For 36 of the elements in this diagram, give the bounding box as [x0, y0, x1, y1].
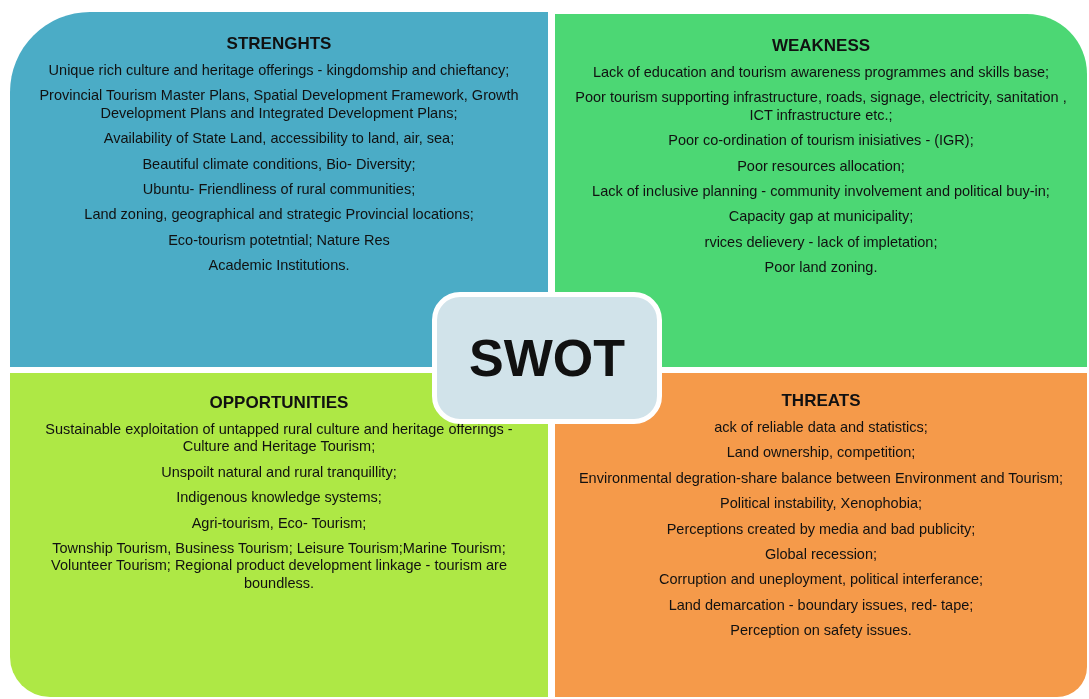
quadrant-heading: THREATS	[781, 391, 861, 411]
list-item: Poor land zoning.	[764, 259, 878, 277]
list-item: Academic Institutions.	[208, 257, 350, 275]
list-item: Poor tourism supporting infrastructure, roads, signage, electricity, sanitation , ICT infrastructure etc.;	[574, 89, 1068, 125]
list-item: Global recession;	[765, 545, 877, 564]
list-item: Ubuntu- Friendliness of rural communities;	[142, 180, 416, 199]
list-item: Unique rich culture and heritage offerings - kingdomship and chieftancy;	[48, 62, 510, 80]
list-item: Poor co-ordination of tourism inisiatives - (IGR);	[668, 132, 974, 150]
list-item: Sustainable exploitation of untapped rural culture and heritage offerings - Culture and Heritage Tourism;	[44, 421, 514, 456]
list-item: Environmental degration-share balance between Environment and Tourism;	[578, 469, 1064, 488]
list-item: rvices delievery - lack of impletation;	[704, 233, 938, 252]
list-item: Corruption and uneployment, political interferance;	[659, 571, 983, 589]
list-item: Perceptions created by media and bad publicity;	[666, 520, 976, 538]
list-item: Indigenous knowledge systems;	[176, 489, 382, 507]
list-item: Perception on safety issues.	[730, 622, 912, 640]
list-item: Land zoning, geographical and strategic Provincial locations;	[84, 206, 474, 224]
quadrant-heading: OPPORTUNITIES	[209, 393, 349, 413]
list-item: Provincial Tourism Master Plans, Spatial Development Framework, Growth Development Plans and Integrated Development Plans;	[38, 87, 520, 123]
list-item: Land ownership, competition;	[726, 444, 916, 462]
title-box	[432, 292, 662, 424]
list-item: Eco-tourism potetntial; Nature Res	[168, 231, 390, 250]
list-item: ack of reliable data and statistics;	[714, 419, 928, 437]
swot-label: SWOT	[469, 328, 625, 388]
list-item: Township Tourism, Business Tourism; Leisure Tourism;Marine Tourism; Volunteer Tourism; Regional product development linkage - tourism are boundless.	[50, 539, 508, 593]
list-item: Unspoilt natural and rural tranquillity;	[161, 463, 397, 482]
list-item: Lack of inclusive planning - community involvement and political buy-in;	[592, 182, 1050, 201]
list-item: Beautiful climate conditions, Bio- Diversity;	[142, 155, 416, 173]
list-item: Land demarcation - boundary issues, red- tape;	[668, 596, 974, 615]
quadrant-heading: WEAKNESS	[771, 36, 871, 56]
list-item: Availability of State Land, accessibility to land, air, sea;	[103, 130, 455, 148]
quadrant-heading: STRENGHTS	[226, 34, 332, 54]
list-item: Agri-tourism, Eco- Tourism;	[191, 514, 367, 532]
list-item: Political instability, Xenophobia;	[719, 495, 922, 513]
list-item: Capacity gap at municipality;	[728, 208, 914, 226]
list-item: Lack of education and tourism awareness programmes and skills base;	[592, 64, 1050, 82]
list-item: Poor resources allocation;	[737, 157, 905, 175]
